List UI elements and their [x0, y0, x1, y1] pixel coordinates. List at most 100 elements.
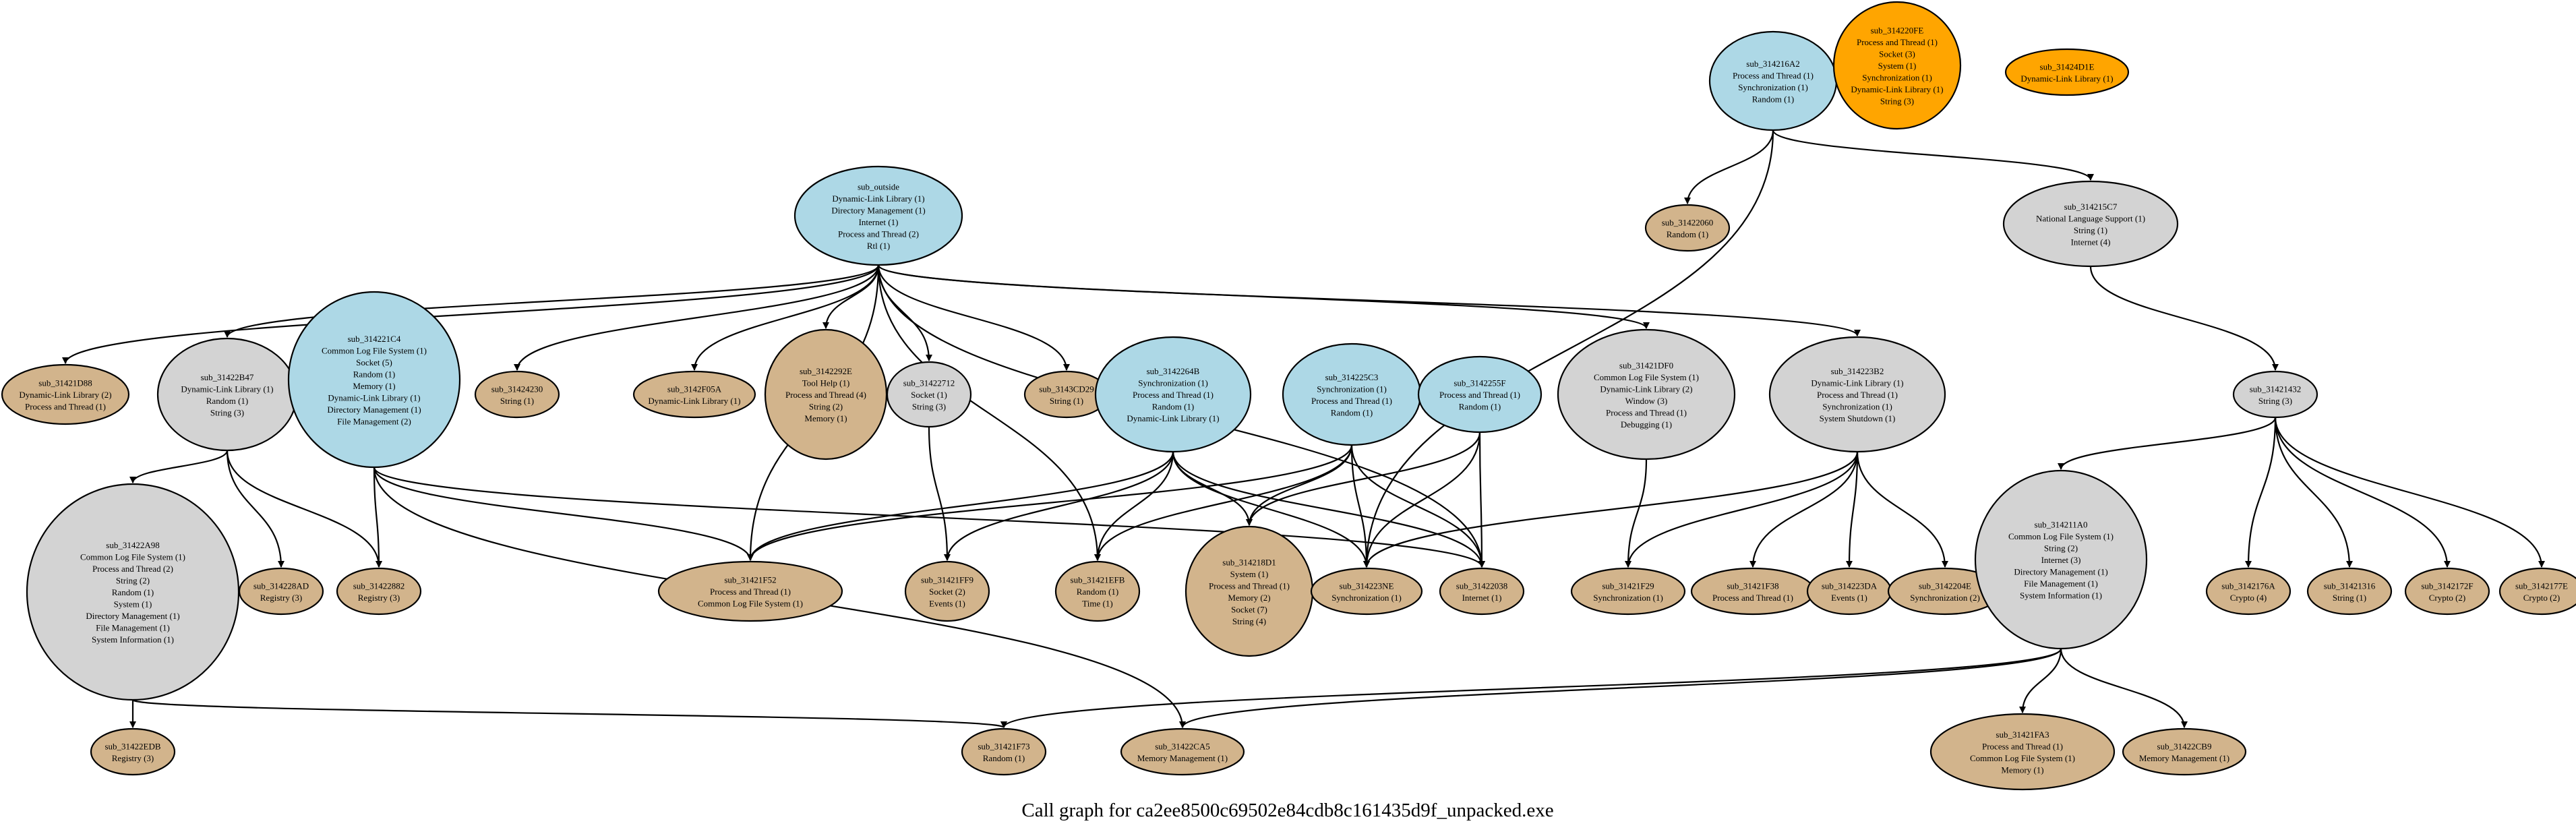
node-shape	[336, 567, 422, 616]
edge-sub-31422a98-to-sub-31421f73	[131, 698, 1007, 729]
node-shape	[1832, 1, 1962, 130]
edge-sub-31422712-to-sub-31421ff9	[928, 426, 951, 561]
edge-sub-3142264b-to-sub-31421efb	[1094, 451, 1174, 561]
node-sub-3142177e[interactable]: sub_3142177E Crypto (2)	[2498, 567, 2576, 616]
node-title: sub_31421FF9	[921, 575, 974, 585]
node-api-line: Random (1)	[112, 587, 154, 597]
node-api-line: Process and Thread (1)	[1712, 593, 1793, 603]
node-shape	[1, 363, 130, 425]
edge-sub-314223b2-to-sub-3142204e	[1856, 451, 1948, 568]
node-api-line: String (1)	[2333, 593, 2366, 603]
node-api-line: Synchronization (2)	[1910, 593, 1980, 603]
node-api-line: Random (1)	[1752, 94, 1794, 104]
node-api-line: Synchronization (1)	[1862, 73, 1932, 83]
node-api-line: Socket (3)	[1879, 49, 1915, 59]
node-api-line: Crypto (2)	[2523, 593, 2560, 603]
node-shape	[156, 337, 298, 452]
node-title: sub_3142264B	[1147, 366, 1200, 376]
node-api-line: Internet (3)	[2041, 555, 2081, 565]
edge-sub-31421432-to-sub-3142172f	[2274, 417, 2451, 568]
node-api-line: Memory (2)	[1228, 593, 1270, 603]
edge-sub-31421df0-to-sub-31421f29	[1625, 458, 1648, 568]
node-title: sub_3142177E	[2515, 580, 2568, 591]
node-shape	[961, 727, 1047, 776]
node-shape	[2002, 180, 2179, 268]
node-title: sub_31422038	[1456, 580, 1508, 591]
node-api-line: System Shutdown (1)	[1820, 413, 1896, 423]
edge-sub-3142264b-to-sub-314223ne	[1172, 451, 1370, 568]
edge-sub-outside-to-sub-314223b2	[877, 264, 1861, 336]
edge-sub-314223b2-to-sub-314223ne	[1363, 451, 1859, 568]
node-shape	[1185, 525, 1314, 657]
node-shape	[2404, 567, 2490, 616]
node-title: sub_31422712	[903, 378, 955, 388]
node-shape	[1690, 567, 1816, 616]
node-shape	[2498, 567, 2576, 616]
node-title: sub_31422060	[1662, 217, 1714, 227]
graph-title: Call graph for ca2ee8500c69502e84cdb8c16…	[1021, 800, 1553, 821]
edge-sub-314211a0-to-sub-31421fa3	[2019, 648, 2062, 713]
node-shape	[1282, 342, 1422, 446]
node-api-line: Internet (1)	[1462, 593, 1502, 603]
node-api-line: File Management (1)	[96, 623, 170, 633]
node-api-line: Random (1)	[206, 396, 248, 406]
node-title: sub_3142292E	[800, 366, 852, 376]
edge-sub-314223b2-to-sub-31421f29	[1625, 451, 1859, 568]
edge-sub-outside-to-sub-3142292e	[822, 264, 880, 329]
node-title: sub_3143CD29	[1039, 384, 1094, 394]
node-title: sub_314218D1	[1222, 557, 1276, 567]
node-api-line: Common Log File System (1)	[1594, 372, 1699, 382]
node-api-line: String (2)	[116, 576, 150, 586]
node-shape	[1570, 567, 1686, 616]
node-api-line: Process and Thread (1)	[1817, 390, 1898, 400]
node-api-line: Memory (1)	[2001, 765, 2043, 775]
edge-sub-314223b2-to-sub-314223da	[1846, 451, 1859, 568]
node-api-line: Common Log File System (1)	[1970, 753, 2075, 763]
node-api-line: Synchronization (1)	[1822, 402, 1892, 412]
edge-sub-314225c3-to-sub-31422038	[1350, 444, 1485, 568]
